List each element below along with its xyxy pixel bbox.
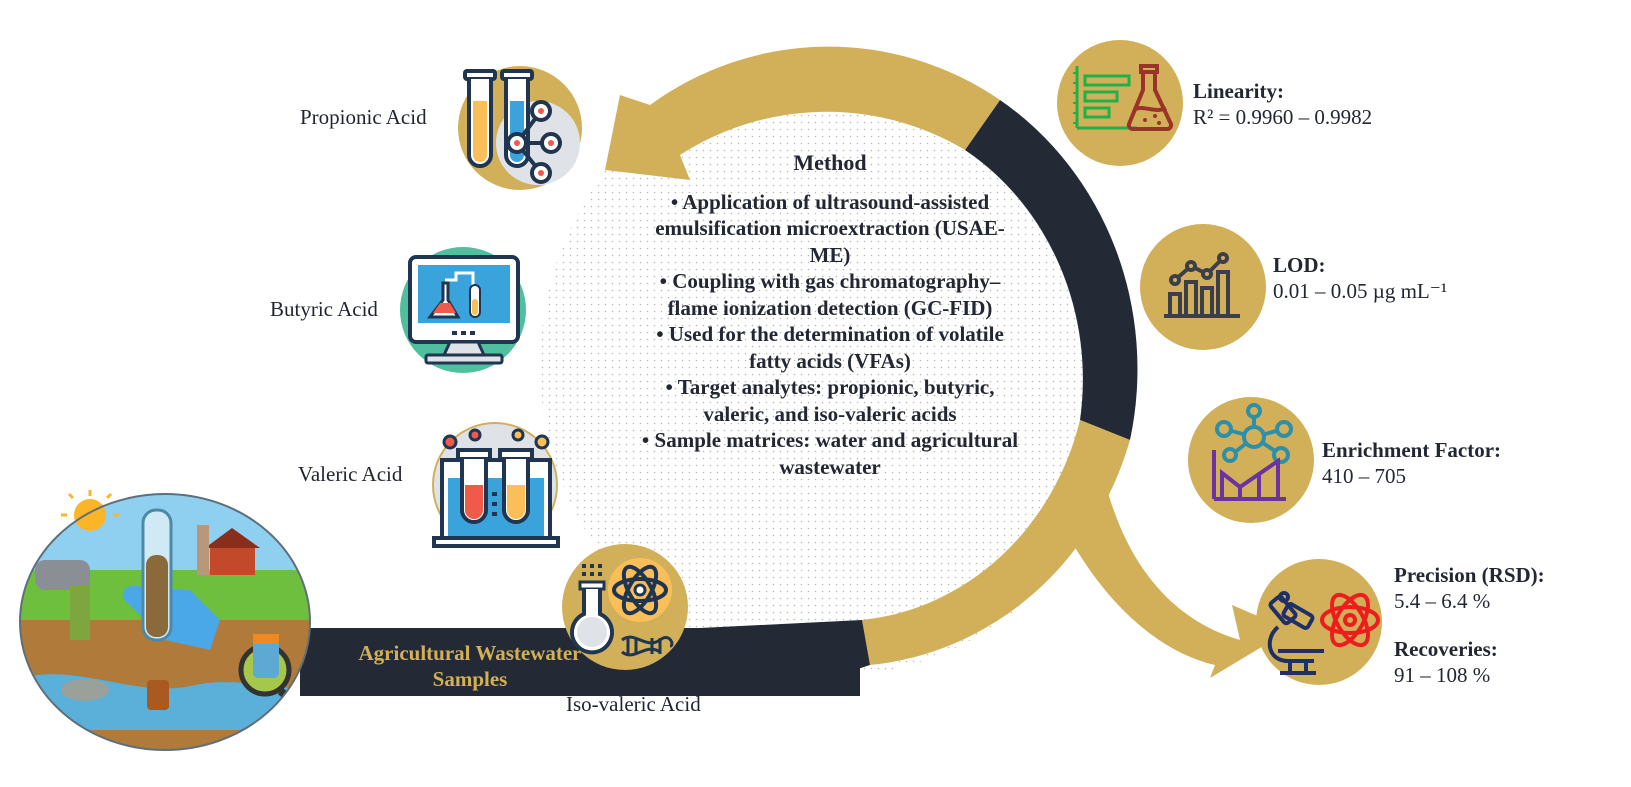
analyte-label-isovaleric: Iso-valeric Acid [566, 692, 701, 716]
agricultural-wastewater-scene-icon [19, 490, 311, 751]
metric-title: Recoveries: [1394, 637, 1498, 661]
banner-line-1: Agricultural Wastewater [358, 641, 582, 665]
analyte-label-valeric: Valeric Acid [298, 462, 403, 486]
method-title: Method [793, 150, 867, 175]
metric-precision: Precision (RSD): 5.4 – 6.4 % [1394, 562, 1545, 614]
monitor-lab-icon [400, 247, 526, 373]
method-item: • Target analytes: propionic, butyric, v… [665, 375, 995, 426]
flask-atom-dna-icon [562, 544, 688, 670]
test-tubes-molecule-icon [458, 66, 582, 190]
method-item: • Coupling with gas chromatography–flame… [659, 269, 1001, 320]
analyte-label-butyric: Butyric Acid [270, 297, 378, 321]
method-item: • Application of ultrasound-assisted emu… [655, 189, 1005, 267]
branch-arrow-gold [1060, 460, 1290, 678]
metric-value: 5.4 – 6.4 % [1394, 589, 1491, 613]
analyte-label-propionic: Propionic Acid [300, 105, 427, 129]
test-tube-rack-icon [432, 422, 560, 548]
metric-lod: LOD: 0.01 – 0.05 µg mL⁻¹ [1273, 252, 1447, 304]
ring-segment-gold-bottom [862, 420, 1130, 665]
sample-banner-text: Agricultural Wastewater Samples [310, 640, 630, 692]
metric-title: Enrichment Factor: [1322, 438, 1502, 462]
bar-chart-flask-icon [1057, 40, 1183, 166]
metric-recoveries: Recoveries: 91 – 108 % [1394, 636, 1498, 688]
metric-value: 410 – 705 [1322, 464, 1406, 488]
metric-value: R² = 0.9960 – 0.9982 [1193, 105, 1373, 129]
network-chart-icon [1188, 397, 1314, 523]
metric-linearity: Linearity: R² = 0.9960 – 0.9982 [1193, 78, 1372, 130]
ring-segment-navy-right [965, 100, 1138, 440]
method-item: • Sample matrices: water and agricultura… [641, 428, 1019, 479]
microscope-atom-icon [1256, 559, 1382, 685]
ring-arrow-gold-top [605, 46, 1000, 180]
method-panel: Method • Application of ultrasound-assis… [640, 150, 1020, 480]
method-background [540, 55, 1130, 675]
metric-title: LOD: [1273, 253, 1326, 277]
metric-value: 91 – 108 % [1394, 663, 1491, 687]
metric-value: 0.01 – 0.05 µg mL⁻¹ [1273, 279, 1448, 303]
metric-enrichment-factor: Enrichment Factor: 410 – 705 [1322, 437, 1501, 489]
metric-title: Precision (RSD): [1394, 563, 1545, 587]
metric-title: Linearity: [1193, 79, 1284, 103]
banner-line-2: Samples [432, 667, 508, 691]
method-item: • Used for the determination of volatile… [656, 322, 1004, 373]
line-bar-chart-icon [1140, 224, 1266, 350]
